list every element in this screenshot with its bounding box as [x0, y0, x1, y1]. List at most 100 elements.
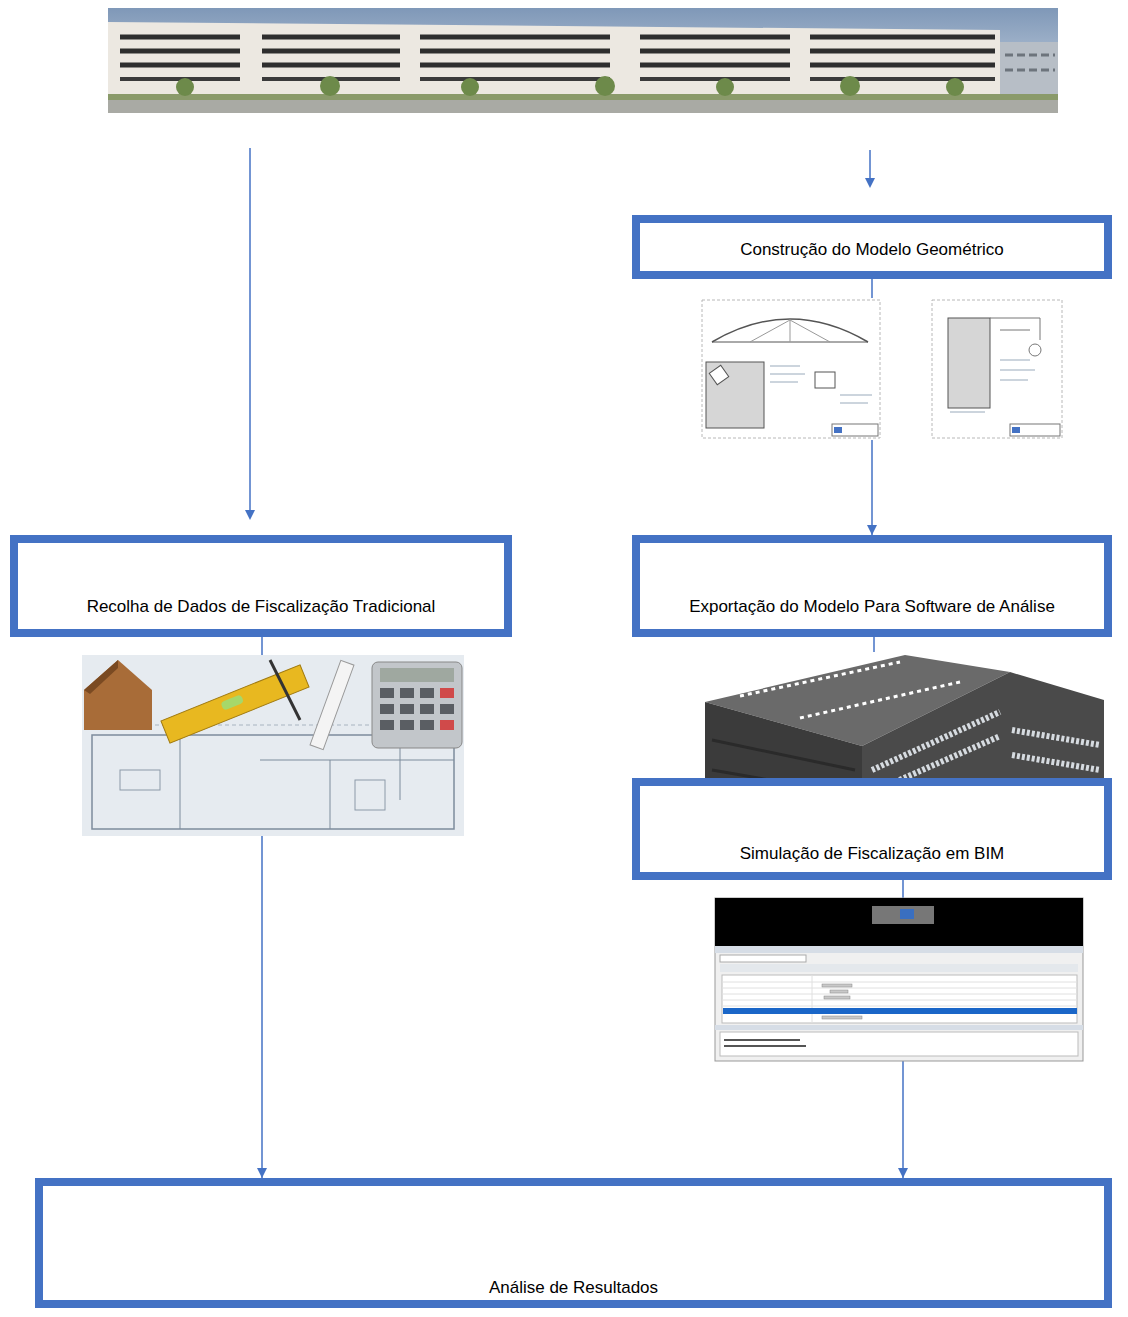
profile — [815, 372, 835, 388]
leader-lines — [770, 366, 872, 403]
leader — [1000, 370, 1035, 371]
viewport — [715, 898, 1083, 946]
far-window — [1005, 69, 1055, 72]
far-building — [1000, 42, 1058, 100]
tree — [320, 76, 340, 96]
key — [380, 720, 394, 730]
key — [380, 704, 394, 714]
process-box: Simulação de Fiscalização em BIM — [632, 778, 1112, 880]
section-lines — [990, 318, 1040, 340]
gantt-bars — [822, 984, 862, 1019]
section-fill — [948, 318, 990, 408]
wooden-house — [84, 660, 152, 730]
gantt-rows — [722, 975, 1077, 1023]
leader — [770, 382, 798, 383]
tree — [946, 78, 964, 96]
detail-drawings — [700, 298, 1065, 440]
process-box: Análise de Resultados — [35, 1178, 1112, 1308]
title-block — [1010, 424, 1060, 436]
arrow-head — [865, 178, 875, 188]
sheet — [932, 300, 1062, 438]
building-photo — [108, 8, 1058, 113]
tree — [716, 78, 734, 96]
row — [722, 994, 1077, 995]
leader — [950, 412, 985, 413]
spirit-level — [161, 665, 309, 743]
leader — [1000, 360, 1030, 361]
process-box: Exportação do Modelo Para Software de An… — [632, 535, 1112, 637]
gantt-grid — [722, 975, 1077, 1023]
calculator-display — [380, 668, 454, 682]
comment-line — [724, 1045, 806, 1047]
floor-plan — [92, 735, 454, 829]
panel-header — [715, 946, 1083, 953]
leader — [770, 374, 805, 375]
key — [440, 720, 454, 730]
box-label: Recolha de Dados de Fiscalização Tradici… — [87, 597, 436, 617]
leader — [1000, 380, 1028, 381]
window-strip — [120, 49, 995, 54]
truss — [750, 320, 830, 342]
floor-line — [712, 740, 855, 770]
bar — [824, 996, 850, 999]
logo — [834, 427, 842, 433]
tree — [461, 78, 479, 96]
leader — [770, 366, 800, 367]
box-label: Construção do Modelo Geométrico — [740, 240, 1004, 260]
model-highlight — [900, 909, 914, 919]
roof-skylight — [740, 662, 900, 696]
comment-line — [724, 1039, 800, 1041]
grass — [108, 94, 1058, 100]
title-block — [832, 424, 878, 436]
calculator — [372, 662, 462, 748]
trees — [176, 76, 964, 96]
model-thumbnail — [872, 906, 934, 924]
leader — [840, 403, 868, 404]
sky — [108, 8, 1058, 113]
key — [420, 688, 434, 698]
column — [812, 975, 813, 1023]
tree — [595, 76, 615, 96]
tree — [840, 76, 860, 96]
calculator-keys — [380, 688, 454, 730]
roof-skylight — [800, 682, 960, 718]
toolbar — [720, 964, 1078, 972]
profile — [709, 365, 728, 384]
building-facade — [108, 22, 1000, 98]
row — [722, 1006, 1077, 1007]
bar — [822, 1016, 862, 1019]
key — [400, 688, 414, 698]
leader-lines — [950, 360, 1035, 412]
key — [420, 704, 434, 714]
key — [420, 720, 434, 730]
row — [722, 988, 1077, 989]
road — [108, 100, 1058, 113]
key — [440, 688, 454, 698]
tabs — [720, 955, 806, 962]
window-strip — [120, 77, 995, 81]
row — [722, 982, 1077, 983]
tape-measure — [310, 660, 354, 749]
bar — [822, 984, 852, 987]
detail-circle — [1029, 344, 1041, 356]
leader — [840, 395, 872, 396]
window-band — [1012, 755, 1100, 770]
comments-header — [715, 1025, 1083, 1030]
window-strip — [120, 35, 995, 40]
drawing-ground — [700, 298, 1065, 440]
key — [400, 720, 414, 730]
key — [380, 688, 394, 698]
comments-table — [720, 1032, 1078, 1056]
arrow-line — [249, 148, 251, 512]
far-window — [1005, 54, 1055, 57]
plan-table — [120, 770, 160, 790]
box-label: Exportação do Modelo Para Software de An… — [689, 597, 1055, 617]
selected-row — [723, 1008, 1077, 1014]
window-strip — [120, 63, 995, 68]
photo-ground — [82, 655, 464, 836]
arrow-line — [869, 150, 871, 180]
timeliner-screenshot — [715, 898, 1083, 1061]
key — [400, 704, 414, 714]
